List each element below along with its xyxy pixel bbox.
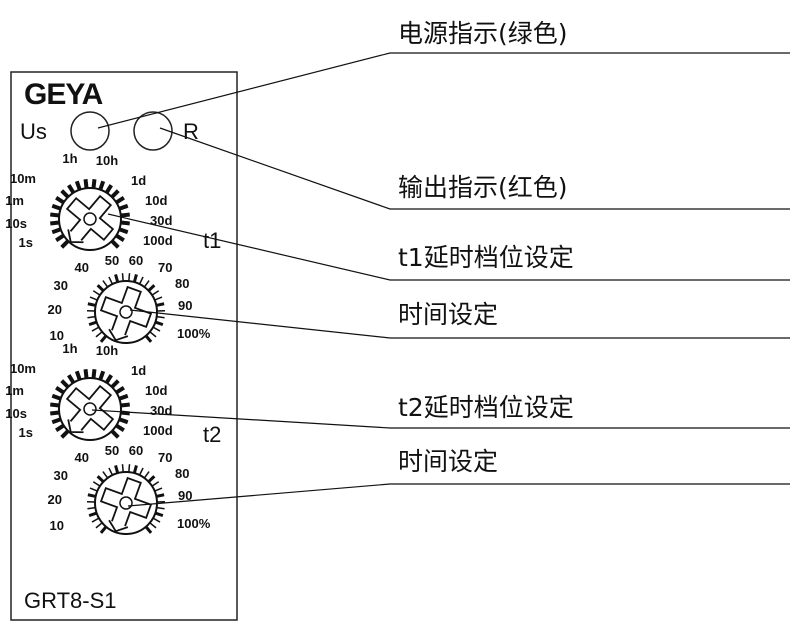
range-scale-label: 10m bbox=[10, 171, 36, 186]
dial-tick bbox=[52, 206, 60, 209]
percent-scale-label: 50 bbox=[105, 443, 119, 458]
callout-label: 电源指示(绿色) bbox=[398, 19, 568, 48]
dial-tick bbox=[121, 405, 130, 406]
range-scale-label: 1s bbox=[19, 235, 33, 250]
dial-tick bbox=[121, 215, 130, 216]
dial-tick bbox=[77, 371, 80, 379]
range-scale-label: 100d bbox=[143, 233, 173, 248]
range-scale-label: 100d bbox=[143, 423, 173, 438]
callout-label: t1延时档位设定 bbox=[398, 243, 574, 272]
led-supply bbox=[71, 112, 109, 150]
dial-tick bbox=[93, 369, 94, 378]
device-body bbox=[11, 72, 237, 620]
dial-tick bbox=[116, 465, 118, 473]
dial-tick bbox=[134, 274, 136, 282]
model-label: GRT8-S1 bbox=[24, 588, 117, 613]
dial-tick bbox=[50, 412, 59, 413]
dial-tick bbox=[77, 181, 80, 189]
timer2-label: t2 bbox=[203, 422, 221, 447]
percent-scale-label: 70 bbox=[158, 450, 172, 465]
percent-scale-label: 40 bbox=[75, 260, 89, 275]
percent-scale-label: 50 bbox=[105, 253, 119, 268]
percent-scale-label: 30 bbox=[54, 468, 68, 483]
dial-tick bbox=[122, 464, 123, 472]
range-scale-label: 10d bbox=[145, 193, 167, 208]
callout-label: t2延时档位设定 bbox=[398, 393, 574, 422]
dial-tick bbox=[50, 222, 59, 223]
range-scale-label: 10h bbox=[96, 343, 118, 358]
percent-scale-label: 20 bbox=[48, 492, 62, 507]
percent-scale-label: 100% bbox=[177, 326, 211, 341]
dial-tick bbox=[134, 465, 136, 473]
range-scale-label: 10m bbox=[10, 361, 36, 376]
percent-scale-label: 60 bbox=[129, 443, 143, 458]
range-scale-label: 1s bbox=[19, 425, 33, 440]
range-scale-label: 1d bbox=[131, 363, 146, 378]
dial-tick bbox=[93, 179, 94, 188]
range-scale-label: 1h bbox=[62, 151, 77, 166]
percent-scale-label: 20 bbox=[48, 302, 62, 317]
dial-tick bbox=[119, 419, 127, 422]
dial-tick bbox=[129, 464, 130, 472]
dial-tick bbox=[122, 273, 123, 281]
callout-2: 输出指示(红色) bbox=[160, 128, 790, 209]
led-supply-label: Us bbox=[20, 119, 47, 144]
range-scale-label: 1h bbox=[62, 341, 77, 356]
callout-label: 时间设定 bbox=[398, 300, 498, 329]
dial-tick bbox=[119, 229, 127, 232]
dial-tick bbox=[50, 215, 59, 216]
percent-scale-label: 80 bbox=[175, 466, 189, 481]
percent-scale-label: 60 bbox=[129, 253, 143, 268]
dial-tick bbox=[88, 304, 96, 306]
dial-tick bbox=[52, 229, 60, 232]
dial-tick bbox=[156, 304, 164, 306]
range-scale-label: 10s bbox=[5, 406, 27, 421]
range-scale-label: 10s bbox=[5, 216, 27, 231]
callout-label: 输出指示(红色) bbox=[398, 173, 568, 202]
range-scale-label: 1d bbox=[131, 173, 146, 188]
dial-tick bbox=[100, 371, 103, 379]
range-scale-label: 1m bbox=[5, 383, 24, 398]
percent-scale-label: 40 bbox=[75, 450, 89, 465]
dial-tick bbox=[119, 396, 127, 399]
range-scale-label: 30d bbox=[150, 403, 172, 418]
dial-tick bbox=[156, 495, 164, 497]
dial-tick bbox=[129, 273, 130, 281]
dial-tick bbox=[116, 274, 118, 282]
dial-tick bbox=[52, 419, 60, 422]
dial-tick bbox=[86, 179, 87, 188]
dial-tick bbox=[121, 222, 130, 223]
dial-tick bbox=[119, 206, 127, 209]
percent-scale-label: 100% bbox=[177, 516, 211, 531]
range-scale-label: 1m bbox=[5, 193, 24, 208]
dial-tick bbox=[100, 181, 103, 189]
percent-scale-label: 10 bbox=[50, 518, 64, 533]
range-scale-label: 10d bbox=[145, 383, 167, 398]
dial-tick bbox=[88, 495, 96, 497]
dial-tick bbox=[86, 369, 87, 378]
dial-tick bbox=[52, 396, 60, 399]
percent-scale-label: 30 bbox=[54, 278, 68, 293]
percent-scale-label: 90 bbox=[178, 298, 192, 313]
percent-scale-label: 70 bbox=[158, 260, 172, 275]
percent-scale-label: 80 bbox=[175, 276, 189, 291]
range-scale-label: 10h bbox=[96, 153, 118, 168]
callout-label: 时间设定 bbox=[398, 447, 498, 476]
brand-logo: GEYA bbox=[24, 78, 103, 111]
dial-tick bbox=[50, 405, 59, 406]
range-scale-label: 30d bbox=[150, 213, 172, 228]
